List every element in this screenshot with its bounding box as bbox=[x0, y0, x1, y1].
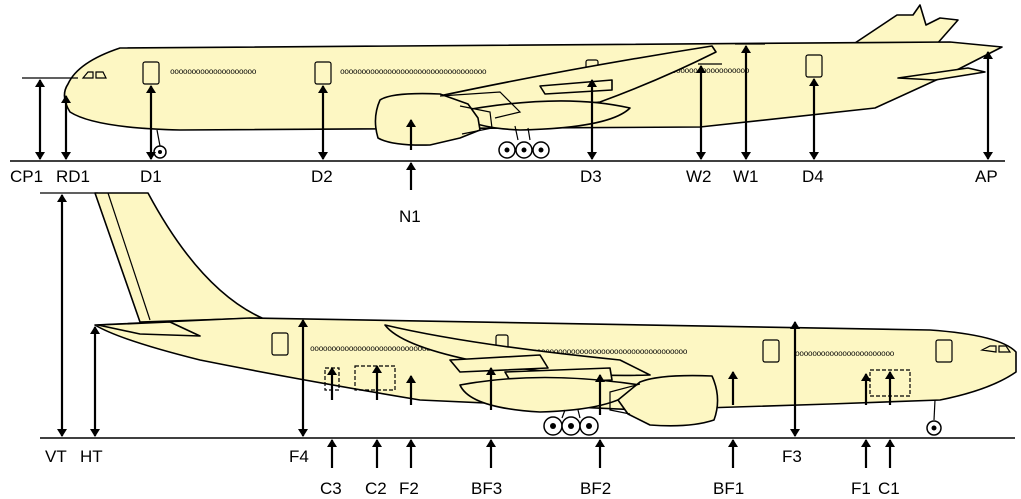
bottom-main-gear-strut bbox=[561, 409, 581, 419]
top-door-4 bbox=[805, 54, 823, 78]
bottom-dimension-arrows bbox=[57, 194, 895, 468]
bottom-nose-gear-hub bbox=[931, 425, 937, 431]
top-main-gear-strut bbox=[514, 125, 531, 141]
label-vt: VT bbox=[45, 447, 67, 466]
top-door-1 bbox=[142, 61, 160, 85]
label-n1: N1 bbox=[399, 207, 421, 226]
label-f3: F3 bbox=[782, 447, 802, 466]
bottom-door-4 bbox=[271, 332, 289, 356]
top-window-row-1: oooooooooooooooooooo bbox=[170, 68, 257, 77]
label-c2: C2 bbox=[365, 479, 387, 498]
label-w1: W1 bbox=[733, 167, 759, 186]
bottom-main-hub-2 bbox=[568, 423, 574, 429]
label-bf2: BF2 bbox=[580, 479, 611, 498]
label-d2: D2 bbox=[311, 167, 333, 186]
bottom-main-hub-1 bbox=[550, 423, 556, 429]
bottom-vertical-tail bbox=[94, 192, 263, 323]
bottom-window-row-3: ooooooooooooooooooooooo bbox=[795, 350, 895, 359]
top-tail-fin bbox=[851, 4, 959, 46]
top-wing-fairing bbox=[454, 100, 631, 131]
label-c3: C3 bbox=[320, 479, 342, 498]
label-bf1: BF1 bbox=[713, 479, 744, 498]
label-ap: AP bbox=[975, 167, 998, 186]
label-cp1: CP1 bbox=[10, 167, 43, 186]
bottom-engine bbox=[617, 374, 719, 427]
top-pylon bbox=[439, 91, 522, 119]
label-c1: C1 bbox=[878, 479, 900, 498]
top-engine-exhaust bbox=[459, 105, 493, 135]
bottom-main-hub-3 bbox=[586, 423, 592, 429]
top-door-2 bbox=[314, 61, 332, 85]
label-bf3: BF3 bbox=[471, 479, 502, 498]
bottom-door-1 bbox=[935, 339, 953, 363]
label-w2: W2 bbox=[686, 167, 712, 186]
top-nose-gear-strut bbox=[156, 129, 161, 147]
bottom-aircraft-view: oooooooooooooooooooooooooooooooooooo ooo… bbox=[40, 192, 1017, 498]
top-aircraft-view: oooooooooooooooooooo ooooooooooooooooooo… bbox=[10, 4, 1005, 226]
top-nose-gear-hub bbox=[158, 150, 162, 154]
top-window-row-3: oooooooooooooooooooooooooooooo bbox=[620, 67, 750, 76]
top-main-hub-1 bbox=[504, 147, 510, 153]
label-d4: D4 bbox=[802, 167, 824, 186]
top-dimension-arrows bbox=[35, 45, 993, 190]
bottom-window-row-2: oooooooooooooooooooooooooooooooooooooooo bbox=[515, 348, 688, 357]
label-f4: F4 bbox=[289, 447, 309, 466]
top-main-hub-3 bbox=[538, 147, 544, 153]
label-f1: F1 bbox=[851, 479, 871, 498]
top-engine bbox=[374, 92, 481, 146]
bottom-window-row-1: oooooooooooooooooooooooooooooooooooo bbox=[310, 345, 466, 354]
top-cockpit-windows bbox=[81, 71, 107, 79]
bottom-cockpit-windows bbox=[980, 345, 1012, 353]
bottom-door-3 bbox=[762, 339, 780, 363]
bottom-rudder-line bbox=[107, 192, 151, 321]
top-horizontal-stabilizer bbox=[897, 67, 986, 81]
label-ht: HT bbox=[80, 447, 103, 466]
bottom-engine-exhaust bbox=[609, 383, 641, 415]
label-f2: F2 bbox=[399, 479, 419, 498]
label-rd1: RD1 bbox=[56, 167, 90, 186]
bottom-horizontal-stabilizer bbox=[97, 321, 201, 337]
bottom-nose-gear-strut bbox=[933, 399, 936, 421]
label-d3: D3 bbox=[580, 167, 602, 186]
top-main-hub-2 bbox=[521, 147, 527, 153]
label-d1: D1 bbox=[140, 167, 162, 186]
top-window-row-2: oooooooooooooooooooooooooooooooooo bbox=[340, 68, 487, 77]
